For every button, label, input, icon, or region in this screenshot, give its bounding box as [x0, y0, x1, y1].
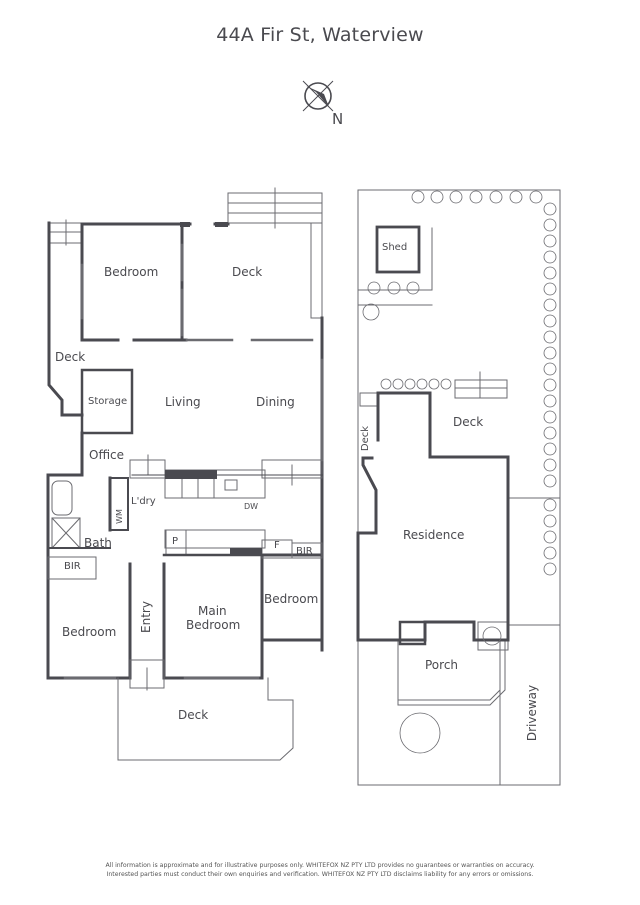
disclaimer-line-2: Interested parties must conduct their ow… [106, 870, 534, 878]
north-arrow-icon [302, 80, 334, 112]
site-label-driveway: Driveway [525, 684, 540, 742]
room-label-deck-bottom: Deck [178, 708, 209, 722]
site-label-residence: Residence [403, 528, 465, 542]
room-label-storage: Storage [88, 396, 128, 407]
site-label-deck-side: Deck [360, 425, 372, 452]
room-label-office: Office [89, 448, 125, 462]
site-label-deck-top: Deck [453, 415, 484, 429]
room-label-wm: WM [114, 509, 124, 524]
room-label-bath: Bath [84, 536, 112, 550]
room-label-bedroom-bottom-left: Bedroom [62, 625, 117, 639]
room-label-main-bedroom-line2: Bedroom [186, 618, 241, 632]
room-label-laundry: L'dry [131, 496, 156, 507]
room-label-bir-left: BIR [64, 561, 81, 572]
room-label-deck-left: Deck [55, 350, 86, 364]
room-label-fridge: F [274, 540, 280, 551]
tree-icons [362, 190, 557, 754]
page-title: 44A Fir St, Waterview [216, 24, 424, 46]
room-label-dw: DW [244, 502, 259, 511]
disclaimer: All information is approximate and for i… [0, 862, 640, 879]
room-label-bedroom-right: Bedroom [264, 592, 319, 606]
site-label-porch: Porch [425, 658, 459, 672]
room-label-deck-top: Deck [232, 265, 263, 279]
room-label-main-bedroom-line1: Main [198, 604, 227, 618]
room-label-bir-right: BIR [296, 546, 313, 557]
compass-north-label: N [332, 110, 344, 128]
room-label-entry: Entry [138, 601, 153, 633]
room-label-pantry: P [172, 536, 179, 547]
room-label-bedroom-top: Bedroom [104, 265, 159, 279]
room-label-living: Living [165, 395, 201, 409]
site-label-shed: Shed [382, 242, 408, 253]
disclaimer-line-1: All information is approximate and for i… [105, 862, 535, 869]
room-label-dining: Dining [256, 395, 295, 409]
